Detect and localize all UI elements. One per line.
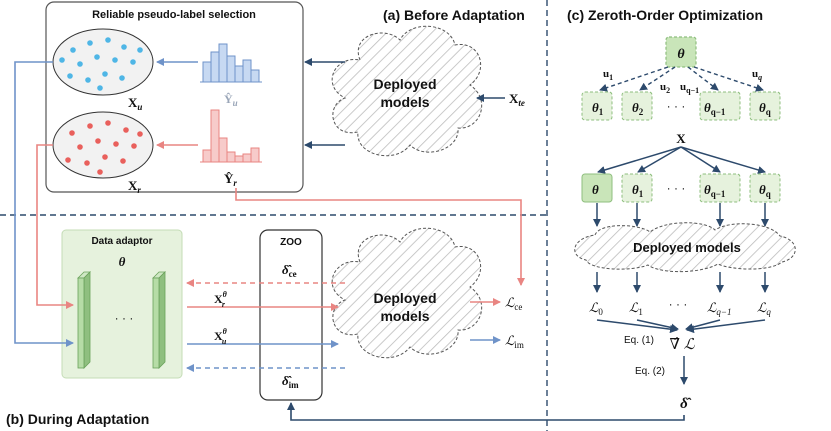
row2-theta-q-minus-1: θq−1 — [704, 182, 726, 199]
section-title-before: (a) Before Adaptation — [383, 7, 525, 23]
zoo-box — [259, 229, 323, 401]
direction-u2: u2 — [660, 81, 670, 95]
perturbed-row — [581, 91, 781, 121]
data-adaptor-box — [61, 229, 183, 379]
row2-theta-1: θ1 — [632, 182, 644, 199]
data-adaptor-title: Data adaptor — [91, 236, 152, 247]
reliable-samples-ellipse — [52, 111, 154, 179]
converge-arrows — [596, 319, 766, 334]
direction-u1: u1 — [603, 68, 613, 82]
eq2-label: Eq. (2) — [635, 366, 665, 377]
deployed-models-label-during-2: models — [380, 308, 429, 324]
loss-dots: · · · — [669, 297, 688, 311]
zoo-x-label: X — [676, 131, 686, 146]
adaptor-layer-left — [77, 271, 91, 369]
section-title-during: (b) During Adaptation — [6, 411, 149, 427]
label-yu: Ŷu — [224, 92, 238, 108]
perturbed-dots: · · · — [667, 99, 686, 113]
label-xte: Xte — [509, 91, 525, 108]
section-title-zoo: (c) Zeroth-Order Optimization — [567, 7, 763, 23]
deployed-models-label-before-2: models — [380, 94, 429, 110]
red-sample-dots — [65, 120, 143, 175]
blue-sample-dots — [59, 37, 143, 91]
deployed-models-label-during-1: Deployed — [373, 290, 436, 306]
eq1-label: Eq. (1) — [624, 335, 654, 346]
x-fanout-arrows — [597, 146, 766, 174]
perturbed-theta-q-minus-1: θq−1 — [704, 100, 726, 117]
path-delta-feedback — [287, 402, 685, 421]
row2-theta: θ — [592, 182, 599, 197]
label-delta-im: δ̂im — [282, 373, 299, 390]
deployed-models-label-before-1: Deployed — [373, 76, 436, 92]
deployed-models-cloud-zoo — [574, 222, 796, 273]
deployed-models-cloud-before — [331, 25, 483, 157]
zoo-box-title: ZOO — [280, 237, 302, 248]
data-adaptor-theta: θ — [119, 254, 126, 269]
theta-top-label: θ — [677, 47, 685, 62]
label-delta-ce: δ̂ce — [282, 262, 297, 279]
path-xu-to-adaptor — [14, 61, 74, 347]
row2-theta-q: θq — [759, 182, 771, 199]
gradient-estimate: ∇̂ ℒ — [669, 337, 695, 353]
perturbed-theta-1: θ1 — [592, 100, 604, 117]
loss-q: ℒq — [757, 300, 771, 317]
delta-output: δ̂ — [680, 396, 692, 412]
direction-uq: uq — [752, 68, 762, 82]
row2-boxes — [581, 173, 781, 203]
loss-1: ℒ1 — [629, 300, 643, 317]
direction-uq-minus-1: uq−1 — [680, 81, 699, 95]
direction-arrows — [599, 66, 764, 92]
label-loss-im: ℒim — [505, 333, 524, 350]
loss-q-minus-1: ℒq−1 — [707, 300, 731, 317]
adaptor-dots: · · · — [115, 311, 134, 325]
theta-node-top — [665, 36, 697, 68]
perturbed-theta-q: θq — [759, 100, 771, 117]
row2-down-arrows — [593, 203, 769, 227]
label-xu: Xu — [128, 95, 142, 112]
path-yr-to-loss-ce — [235, 188, 525, 286]
unreliable-samples-ellipse — [52, 28, 154, 96]
loss-down-arrows — [593, 272, 769, 293]
label-xr: Xr — [128, 178, 141, 195]
adaptor-layer-right — [152, 271, 166, 369]
perturbed-theta-2: θ2 — [632, 100, 644, 117]
loss-0: ℒ0 — [589, 300, 603, 317]
path-xr-to-adaptor — [36, 144, 74, 309]
selection-box-title: Reliable pseudo-label selection — [92, 9, 256, 21]
row2-dots: · · · — [667, 181, 686, 195]
deployed-models-label-zoo: Deployed models — [633, 240, 741, 255]
label-loss-ce: ℒce — [505, 295, 522, 312]
label-yr: Ŷr — [224, 171, 237, 188]
